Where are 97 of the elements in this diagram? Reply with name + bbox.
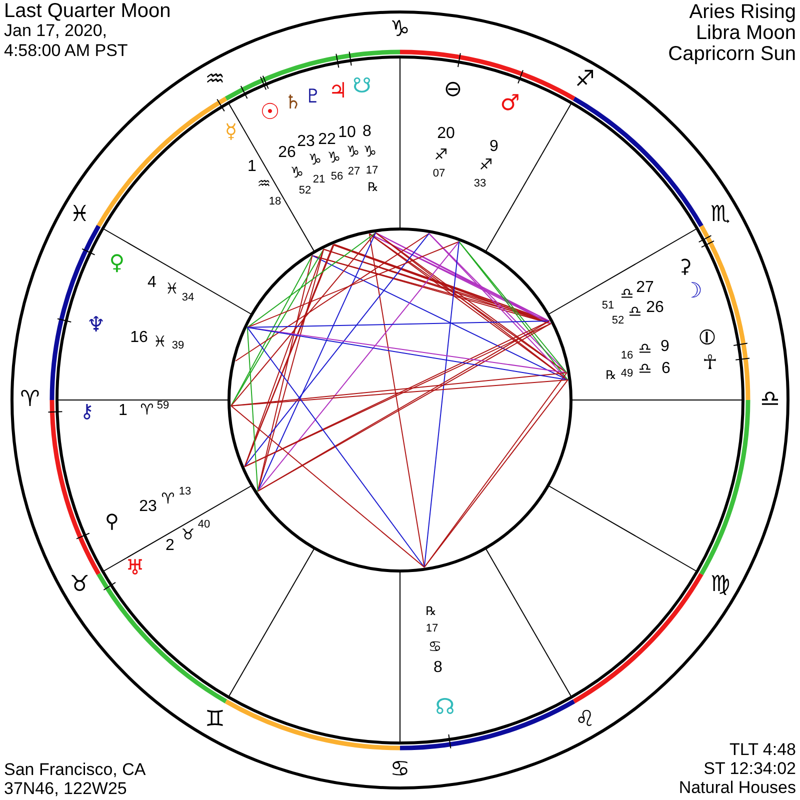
planet-symbol: ☋ [352, 76, 372, 96]
degree-number: 1 [248, 159, 256, 175]
minute-number: 39 [172, 340, 184, 352]
chart-summary-text: Capricorn Sun [668, 44, 796, 64]
chart-title: Last Quarter Moon [4, 1, 171, 21]
sign-symbol: ♋ [428, 640, 442, 654]
sign-symbol: ♑ [327, 150, 341, 166]
sign-symbol: ♎ [620, 286, 634, 302]
planet-symbol: ☽ [684, 280, 702, 302]
degree-number: 6 [662, 361, 670, 377]
sign-symbol: ♐ [479, 158, 493, 172]
sign-symbol: ♓ [165, 282, 179, 296]
zodiac-sign-symbol: ♌ [575, 709, 595, 732]
zodiac-sign-symbol: ♓ [70, 204, 90, 226]
sign-symbol: ♈ [140, 402, 154, 418]
minute-number: 21 [312, 174, 326, 186]
sign-symbol: ♑ [363, 144, 377, 160]
minute-number: 17 [366, 166, 378, 176]
location-text: San Francisco, CA [4, 761, 146, 778]
planet-symbol: ♃ [328, 80, 348, 102]
planet-symbol: ☊ [435, 697, 455, 719]
planet-symbol: ☉ [260, 102, 280, 124]
minute-number: 40 [198, 520, 210, 530]
planet-symbol: ♄ [284, 94, 302, 112]
degree-number: 10 [338, 125, 356, 141]
degree-number: 9 [490, 139, 498, 155]
sign-symbol: ♑ [308, 152, 322, 168]
sign-symbol: ♐ [434, 148, 448, 162]
zodiac-sign-symbol: ♐ [575, 68, 595, 91]
planet-symbol: ☥ [702, 352, 718, 372]
location-text: 37N46, 122W25 [4, 780, 127, 797]
degree-number: 26 [646, 300, 664, 316]
chart-details-text: TLT 4:48 [730, 741, 796, 758]
minute-number: 34 [182, 292, 194, 304]
planet-symbol: ♅ [126, 558, 144, 578]
planet-symbol: ⚳ [678, 258, 692, 276]
degree-number: 9 [660, 339, 670, 355]
minute-number: 33 [474, 178, 486, 190]
zodiac-sign-symbol: ♎ [760, 389, 780, 411]
retrograde-symbol: ℞ [606, 369, 616, 381]
date-time-text: Jan 17, 2020, 4:58:00 AM PST [4, 21, 129, 60]
retrograde-symbol: ℞ [368, 181, 378, 193]
planet-symbol: ♂ [500, 93, 520, 115]
minute-number: 18 [268, 196, 282, 208]
degree-number: 16 [130, 330, 148, 346]
degree-number: 8 [362, 124, 372, 140]
minute-number: 07 [432, 168, 446, 180]
degree-number: 26 [278, 145, 296, 161]
zodiac-sign-symbol: ♑ [390, 19, 410, 41]
zodiac-sign-symbol: ♏ [710, 204, 730, 226]
planet-symbol: ♆ [86, 314, 106, 336]
degree-number: 2 [166, 538, 174, 554]
degree-number: 27 [636, 280, 654, 296]
sign-symbol: ♎ [638, 362, 652, 376]
degree-number: 22 [318, 132, 336, 148]
degree-number: 1 [118, 403, 128, 419]
zodiac-sign-symbol: ♉ [70, 574, 90, 596]
sign-symbol: ♑ [346, 144, 360, 160]
degree-number: 20 [437, 126, 455, 142]
minute-number: 13 [178, 486, 192, 498]
chart-summary-text: Libra Moon [696, 23, 796, 43]
minute-number: 49 [620, 368, 634, 380]
planet-symbol: ⦶ [699, 327, 715, 349]
minute-number: 59 [156, 400, 170, 412]
sign-symbol: ♒ [257, 176, 271, 192]
minute-number: 52 [612, 316, 624, 326]
minute-number: 51 [602, 300, 614, 312]
chart-summary-text: Aries Rising [689, 2, 796, 22]
degree-number: 4 [148, 275, 156, 291]
sign-symbol: ♉ [181, 528, 195, 542]
minute-number: 52 [298, 186, 312, 196]
degree-number: 23 [139, 499, 157, 515]
minute-number: 27 [348, 166, 360, 178]
minute-number: 56 [330, 172, 344, 182]
chart-details-text: Natural Houses [678, 779, 796, 796]
planet-symbol: ⚲ [105, 512, 119, 532]
degree-number: 8 [434, 660, 442, 676]
planet-symbol: ☿ [224, 121, 238, 141]
zodiac-sign-symbol: ♋ [390, 759, 410, 781]
minute-number: 16 [620, 350, 634, 362]
planet-symbol: ⚷ [80, 402, 94, 422]
zodiac-sign-symbol: ♊ [205, 709, 225, 732]
sign-symbol: ♎ [638, 342, 652, 356]
sign-symbol: ♎ [628, 304, 642, 320]
planet-symbol: ♇ [304, 88, 322, 106]
sign-symbol: ♓ [153, 334, 167, 350]
planet-symbol: ⊖ [444, 79, 462, 101]
zodiac-sign-symbol: ♒ [205, 68, 225, 91]
minute-number: 17 [426, 624, 438, 634]
planet-symbol: ♀ [109, 252, 125, 274]
zodiac-sign-symbol: ♈ [20, 389, 40, 411]
sign-symbol: ♈ [161, 492, 175, 506]
chart-details-text: ST 12:34:02 [704, 760, 796, 777]
zodiac-sign-symbol: ♍ [710, 574, 730, 596]
sign-symbol: ♑ [290, 166, 304, 180]
retrograde-symbol: ℞ [426, 605, 436, 617]
degree-number: 23 [297, 134, 315, 150]
